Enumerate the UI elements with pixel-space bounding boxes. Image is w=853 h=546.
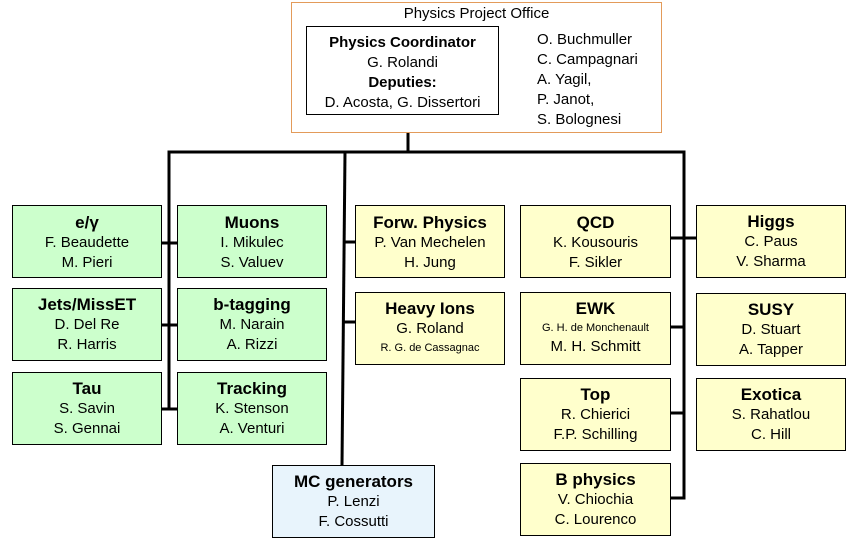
group-member: C. Hill — [751, 426, 791, 443]
physics-project-office: Physics Project Office Physics Coordinat… — [291, 2, 662, 133]
group-title: Forw. Physics — [373, 213, 487, 232]
coordinator-box: Physics Coordinator G. Rolandi Deputies:… — [306, 26, 499, 115]
group-title: b-tagging — [213, 295, 291, 314]
group-tracking: Tracking K. Stenson A. Venturi — [177, 372, 327, 445]
group-member: F. Sikler — [568, 254, 623, 271]
group-member: D. Del Re — [54, 316, 120, 333]
group-member: G. Roland — [396, 320, 464, 337]
mc-branch-line — [340, 150, 347, 467]
group-susy: SUSY D. Stuart A. Tapper — [696, 293, 846, 366]
group-higgs: Higgs C. Paus V. Sharma — [696, 205, 846, 278]
group-member: V. Chiochia — [557, 491, 634, 508]
group-member: V. Sharma — [736, 253, 806, 270]
group-member: M. Narain — [219, 316, 285, 333]
group-title: Exotica — [740, 385, 802, 404]
group-title: B physics — [555, 470, 636, 489]
office-member: A. Yagil, — [537, 71, 592, 88]
group-tau: Tau S. Savin S. Gennai — [12, 372, 162, 445]
group-member: F. Cossutti — [318, 513, 389, 530]
group-member: G. H. de Monchenault — [541, 322, 649, 334]
group-title: EWK — [575, 299, 616, 318]
group-heavy-ions: Heavy Ions G. Roland R. G. de Cassagnac — [355, 292, 505, 365]
group-title: Muons — [224, 213, 280, 232]
group-exotica: Exotica S. Rahatlou C. Hill — [696, 378, 846, 451]
group-member: C. Lourenco — [554, 511, 637, 528]
deputies-label: Deputies: — [368, 74, 437, 91]
group-qcd: QCD K. Kousouris F. Sikler — [520, 205, 671, 278]
group-title: Top — [580, 385, 611, 404]
group-ewk: EWK G. H. de Monchenault M. H. Schmitt — [520, 292, 671, 365]
coordinator-label: Physics Coordinator — [329, 34, 476, 51]
group-member: S. Rahatlou — [731, 406, 811, 423]
deputies-names: D. Acosta, G. Dissertori — [324, 94, 481, 111]
office-member: O. Buchmuller — [537, 31, 633, 48]
group-title: SUSY — [747, 300, 795, 319]
group-b-tagging: b-tagging M. Narain A. Rizzi — [177, 288, 327, 361]
office-title: Physics Project Office — [403, 5, 550, 22]
group-member: A. Venturi — [219, 420, 285, 437]
group-title: QCD — [576, 213, 615, 232]
group-member: P. Lenzi — [327, 493, 380, 510]
group-egamma: e/γ F. Beaudette M. Pieri — [12, 205, 162, 278]
group-member: I. Mikulec — [220, 234, 284, 251]
group-member: S. Gennai — [53, 420, 121, 437]
group-muons: Muons I. Mikulec S. Valuev — [177, 205, 327, 278]
group-member: S. Valuev — [220, 254, 284, 271]
group-member: D. Stuart — [741, 321, 801, 338]
office-members: O. Buchmuller C. Campagnari A. Yagil, P.… — [537, 30, 638, 130]
group-title: e/γ — [75, 213, 99, 232]
group-member: S. Savin — [59, 400, 115, 417]
group-member: A. Rizzi — [226, 336, 278, 353]
office-member: P. Janot, — [537, 91, 595, 108]
group-member: A. Tapper — [739, 341, 803, 358]
group-title: MC generators — [293, 472, 414, 491]
group-member: P. Van Mechelen — [374, 234, 486, 251]
group-member: F. Beaudette — [44, 234, 130, 251]
group-member: K. Kousouris — [552, 234, 639, 251]
group-mc-generators: MC generators P. Lenzi F. Cossutti — [272, 465, 435, 538]
group-member: M. H. Schmitt — [550, 338, 641, 355]
group-jets-missEt: Jets/MissET D. Del Re R. Harris — [12, 288, 162, 361]
group-top: Top R. Chierici F.P. Schilling — [520, 378, 671, 451]
group-forward-physics: Forw. Physics P. Van Mechelen H. Jung — [355, 205, 505, 278]
group-b-physics: B physics V. Chiochia C. Lourenco — [520, 463, 671, 536]
group-member: F.P. Schilling — [553, 426, 638, 443]
coordinator-name: G. Rolandi — [367, 54, 438, 71]
office-member: C. Campagnari — [537, 51, 638, 68]
group-title: Jets/MissET — [37, 295, 137, 314]
office-member: S. Bolognesi — [537, 111, 622, 128]
group-member: H. Jung — [404, 254, 456, 271]
group-member: K. Stenson — [215, 400, 289, 417]
group-member: R. Harris — [57, 336, 117, 353]
group-title: Higgs — [747, 212, 795, 231]
group-member: R. Chierici — [560, 406, 631, 423]
group-member: R. G. de Cassagnac — [380, 342, 480, 354]
group-member: M. Pieri — [61, 254, 113, 271]
group-title: Tau — [72, 379, 102, 398]
group-title: Heavy Ions — [385, 299, 475, 318]
group-title: Tracking — [217, 379, 287, 398]
group-member: C. Paus — [744, 233, 798, 250]
